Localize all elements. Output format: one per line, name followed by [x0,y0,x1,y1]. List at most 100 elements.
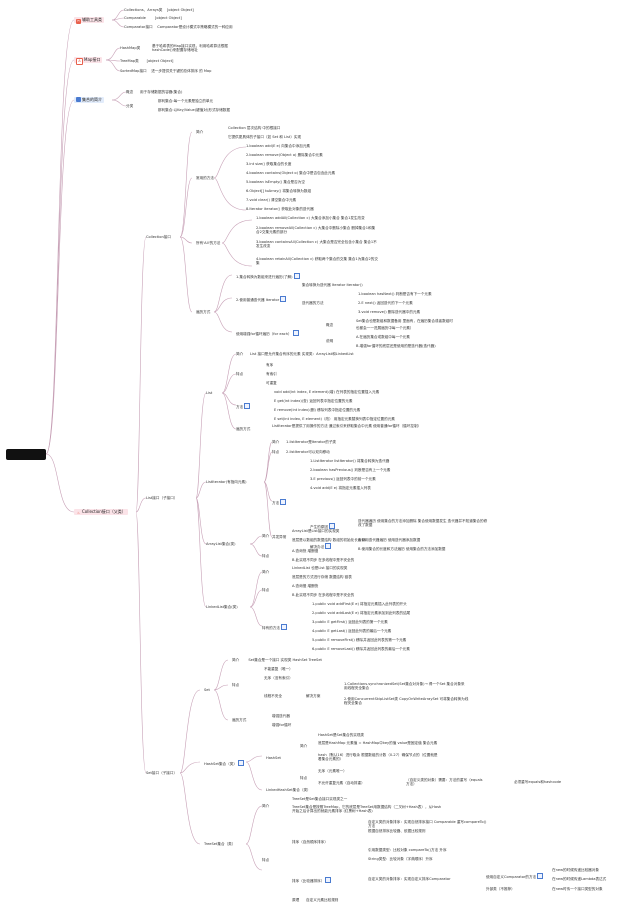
root-topic[interactable] [6,449,46,460]
list-feature-3: 可重复 [266,381,277,385]
arraylist-intro-2: 底层是以数组的数据结构 数组的初始化长度10 [292,538,366,542]
doc-icon [292,330,299,336]
c-iter-m2: 2.使用普通迭代器 Iterator [236,296,287,302]
list-node[interactable]: List [206,391,213,395]
set-unsafe: 线程不安全 [264,694,282,698]
map-hashmap-desc: 基于哈希表的Map接口实现，利用哈希算法根据hashCode()来配置存储地址 [152,44,228,53]
list-feature-1: 有序 [266,363,274,367]
c-iter-m3-concept: 概念 [326,323,334,327]
treeset-sort2-a-1: 在new的时候传递比较器对象 [552,868,599,872]
map-icon: A [76,58,83,65]
list-intro: 简介 List 接口是允许集合有序的元素 实现类：ArrayList和Linke… [236,352,354,356]
c-common-label: 常用的方法 [196,176,214,180]
doc-icon [280,624,287,630]
c-all-4: 4.boolean retainAll(Collection c) 获取两个集合… [256,257,378,266]
c-intro-1: Collection 层次结构 中的根接口 [228,126,281,130]
list-method-3: E remove(int index)(删) 移除列表中指定位置的元素 [274,408,361,412]
hashset-intro: 简介 [300,744,308,748]
hashset-feature-1: 无序（元素唯一） [318,769,347,773]
c-intro-2: 它提供更具体的子接口（如 Set 和 List）实现 [228,135,302,139]
doc-icon [244,403,251,409]
treeset-sort1-3: 引用数据类型：比较对象 compareTo()方法 升序 [368,848,447,852]
linkedlist-intro-2: 底层是的方式进行存储 数据结构 链表 [292,575,352,579]
treeset-feature: 特点 [262,858,270,862]
treeset-sort1-2: 根据自然排序比较器、依据比较规则 [368,829,426,833]
arraylist-node[interactable]: ArrayList集合(类) [206,542,236,546]
c-iter-m2-common: 迭代器的方法 [302,301,324,305]
arraylist-feature: 特点 [262,554,270,558]
c-common-8: 8.Iterator iterator() 获取此对象的迭代器 [246,207,314,211]
c-iter-label: 遍历方式 [196,310,211,314]
treeset-other: 原理 自定义元素比较规则 [292,898,339,902]
list-feature-2: 有索引 [266,372,277,376]
listiter-exc-sol-2: B.使用集合的长度和方法遍历 使用集合的方法添加数据 [358,547,446,551]
treeset-intro-1: TreeSet是Set集合接口实现类之一 [292,797,348,801]
listiter-method-3: 3.E previous() 返回列表中的前一个元素 [310,477,376,481]
list-interface[interactable]: List接口（子接口） [146,496,178,500]
hashset-intro-2: 底层是HashMap 元素值 = HashMap中key的值 value是固定值… [318,741,438,745]
c-common-4: 4.boolean contains(Object o) 集合中是否包含此元素 [246,171,336,175]
c-common-7: 7.void clear() 清空集合中元素 [246,198,297,202]
set-iter: 遍历方式 [232,718,247,722]
hashset-feature-2: 不允许重复元素（自动排重） [318,781,365,785]
list-feature: 特点 [236,372,244,376]
set-feature-2: 无序（没有索引） [264,676,293,680]
linkedlist-node[interactable]: LinkedList集合(类) [206,605,238,609]
treeset-sort2-a: 使用自定义Comparator的方法 [486,873,544,879]
c-all-1: 1.boolean addAll(Collection c) 大集合添加小集合 … [256,216,365,220]
doc-icon [293,273,300,279]
listiter-node[interactable]: ListIterator(有指向元素) [206,480,247,484]
map-hashmap: HashMap类 [120,46,141,50]
c-iter-m3-note-2: B.增强for循环的底层还是使用的是迭代器(迭代器) [356,344,436,348]
c-common-2: 2.boolean remove(Object o) 删除集合中元素 [246,153,323,157]
c-iter-m3: 使用增强for循环遍历（for each） [236,330,299,336]
list-iter: 遍历方式 [236,427,251,431]
book-icon [76,97,81,102]
linkedhashset-node[interactable]: LinkedHashSet集合（类） [266,788,311,792]
intro-concept: 概念 用于存储数据的容器(集合) [126,90,183,94]
listiter-exc: 并发异常 [272,535,287,539]
treeset-node[interactable]: TreeSet集合（类） [204,842,236,846]
doc-icon [237,760,244,766]
arraylist-feature-2: B.此实现不同步 在多线程中是不安全的 [292,558,355,562]
c-all-label: 所有'All'的方法 [196,241,221,245]
intro-category: 分类 [126,104,134,108]
set-node[interactable]: Set [204,688,210,692]
c-iter-m3-concept-val2: 也都会一一进展遍历中每一个元素） [356,326,414,330]
c-iter-m2-method-2: 2.E next() 返回迭代的下一个元素 [358,301,413,305]
doc-icon [280,296,287,302]
topic-tools[interactable]: ✂辅助工具类 [74,17,104,24]
list-method-1: void add(int index, E element)(增) 在列表的指定… [274,390,380,394]
linkedlist-feature: 特点 [262,588,270,592]
c-common-6: 6.Object[] toArray() 将集合转换为数组 [246,189,312,193]
treeset-intro-2: TreeSet集合是按照TreeMap，它的底层是TreeSet用数据结构（二叉… [292,805,442,814]
set-interface[interactable]: Set接口（子接口） [146,771,178,775]
list-iter-val: ListIterator是提供了用操作的方法 通过索引来获取集合中元素 使用普通… [272,424,422,428]
list-method-2: E get(int index)(查) 返回列表中指定位置的元素 [274,399,353,403]
topic-collection-parent[interactable]: ♨Collection接口（父类） [74,509,128,515]
collection-interface[interactable]: Collection接口 [146,235,171,239]
set-solution: 解决方案 [306,694,321,698]
arraylist-intro: 简介 [262,534,270,538]
map-sortedmap: SortedMap接口 进一步提供关于键的总体排序 的 Map [120,69,212,73]
linkedlist-intro: 简介 [262,570,270,574]
c-intro-label: 简介 [196,130,204,134]
linkedlist-methods: 特有的方法 [262,624,287,630]
c-iter-m1: 1.集合转换为数组来进行遍历(了解) [236,273,300,279]
c-iter-m3-note-1: A.在遍历集合或数组中每一个元素 [356,335,410,339]
topic-intro[interactable]: 集合的简介 [74,97,104,103]
listiter-method: 方法 [272,499,287,505]
hashset-node[interactable]: HashSet集合（类） [204,760,244,766]
listiter-intro: 简介 1.listIterator是Iterator的子类 [272,440,337,444]
flame-icon: ♨ [76,511,81,515]
c-common-5: 5.boolean isEmpty() 集合是否为空 [246,180,305,184]
intro-category-2: 那利集合:以Key/Value(键值对)形式存储数据 [158,108,230,112]
treeset-sort2-val: 自定义类的对象排序：实现自定义排序Comparator [368,877,451,881]
set-iter-2: 增强for循环 [272,723,292,727]
c-iter-m2-method-3: 3.void remove() 删除迭代器中的元素 [358,310,421,314]
map-treemap: TreeMap类 [object Object] [120,59,174,63]
list-method-4: E set(int index, E element)（改） 用指定元素替换列表… [274,417,395,421]
set-solution-1: 1.Collections.synchronizedSet(Set集合对对象)→… [344,682,465,691]
